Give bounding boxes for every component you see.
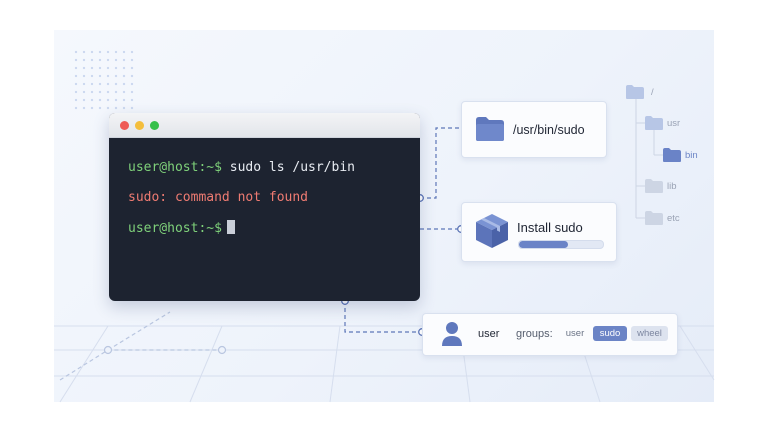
tree-item-usr[interactable]: usr: [667, 118, 681, 129]
package-box-icon: [476, 214, 508, 248]
binary-path-card[interactable]: /usr/bin/sudo: [461, 101, 607, 158]
usr-folder-icon: [645, 116, 663, 130]
terminal-window[interactable]: user@host:~$ sudo ls /usr/bin sudo: comm…: [109, 113, 420, 301]
close-window-button[interactable]: [120, 120, 129, 130]
tree-root-label[interactable]: /: [651, 87, 654, 98]
install-sudo-label: Install sudo: [517, 220, 583, 235]
terminal-line: sudo: command not found: [128, 190, 420, 206]
install-progress-fill: [519, 241, 568, 248]
install-sudo-card[interactable]: Install sudo: [461, 202, 617, 262]
user-avatar-icon: [442, 322, 462, 346]
maximize-window-button[interactable]: [150, 120, 159, 130]
command-text: sudo ls /usr/bin: [221, 160, 355, 175]
shell-prompt: user@host:~$: [128, 221, 222, 236]
tree-item-etc[interactable]: etc: [667, 213, 680, 224]
terminal-titlebar[interactable]: [109, 113, 420, 138]
floor-dashed-path: [59, 311, 222, 381]
terminal-output[interactable]: user@host:~$ sudo ls /usr/bin sudo: comm…: [109, 138, 420, 236]
tree-lines: [635, 99, 663, 219]
terminal-line: user@host:~$ sudo ls /usr/bin: [128, 160, 420, 176]
grid-node: [103, 345, 113, 355]
text-cursor[interactable]: [226, 220, 235, 234]
root-folder-icon: [626, 85, 644, 99]
group-chip-user[interactable]: user: [565, 328, 585, 339]
install-progress-bar: [518, 240, 604, 249]
binary-path-label: /usr/bin/sudo: [513, 123, 585, 137]
terminal-line: user@host:~$: [128, 220, 420, 236]
grid-node: [217, 345, 227, 355]
group-chip-sudo[interactable]: sudo: [593, 326, 627, 341]
connector-lines: [344, 127, 461, 333]
username-label: user: [478, 328, 500, 340]
shell-prompt: user@host:~$: [128, 160, 222, 175]
minimize-window-button[interactable]: [135, 120, 144, 130]
folder-icon: [476, 117, 504, 141]
floor-grid: [54, 325, 715, 403]
etc-folder-icon: [645, 211, 663, 225]
lib-folder-icon: [645, 179, 663, 193]
user-groups-card[interactable]: user groups: user sudo wheel: [422, 313, 678, 356]
tree-item-bin[interactable]: bin: [685, 150, 698, 161]
tree-item-lib[interactable]: lib: [667, 181, 677, 192]
bin-folder-icon: [663, 148, 681, 162]
error-message: sudo: command not found: [128, 190, 309, 205]
groups-label: groups:: [516, 328, 553, 340]
group-chip-wheel[interactable]: wheel: [631, 326, 668, 341]
dot-pattern: [72, 48, 136, 110]
